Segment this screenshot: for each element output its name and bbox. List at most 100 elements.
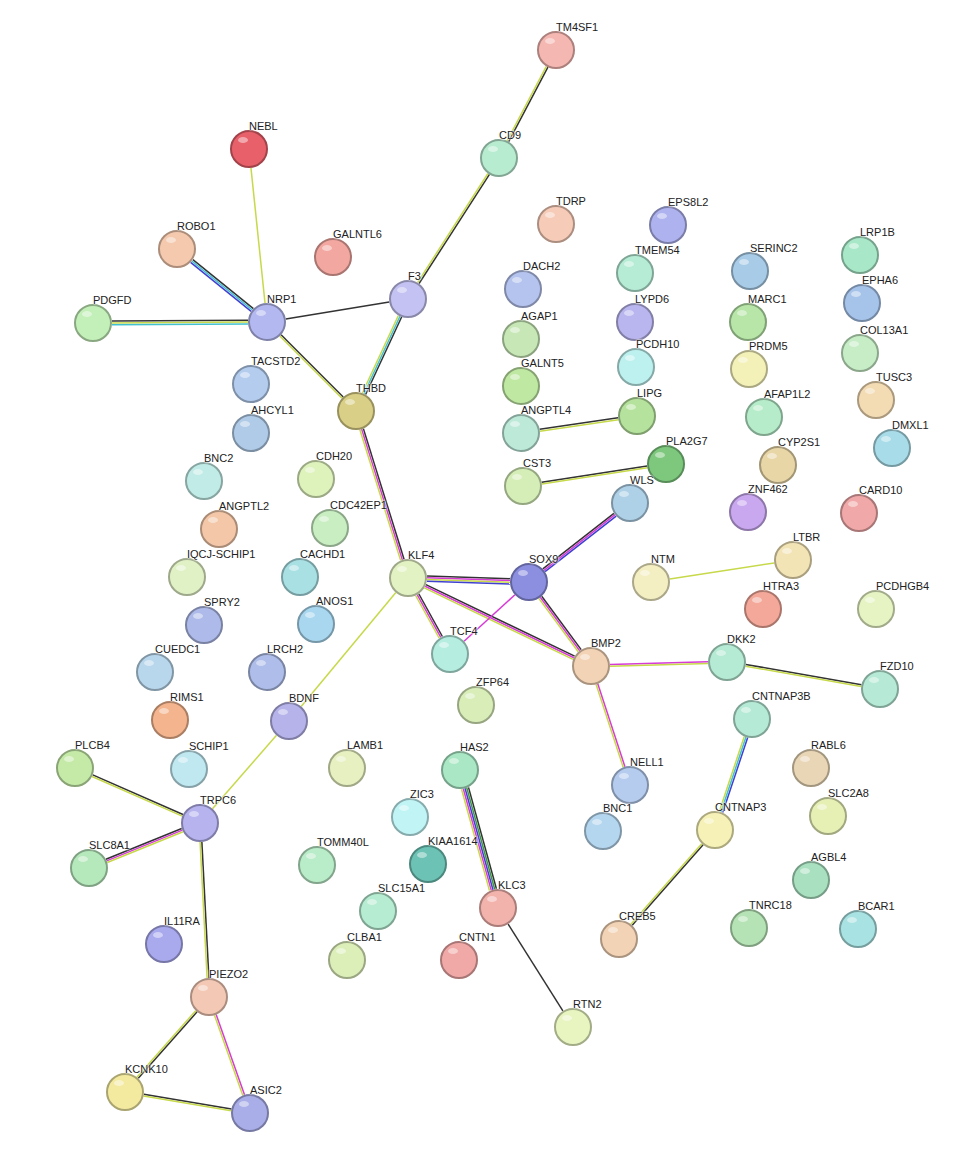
node-highlight [849,243,859,249]
node-highlight [847,917,857,923]
evidence-line [93,775,183,815]
evidence-line [193,260,253,309]
interaction-edge [746,664,862,686]
node-highlight [238,137,248,143]
node-label: BNC1 [603,802,632,815]
interaction-edge [596,684,625,767]
node-label: ZIC3 [410,788,434,801]
protein-node: CD9 [480,139,518,177]
evidence-line [610,663,708,666]
node-label: DKK2 [727,633,756,646]
node-label: GALNT5 [521,357,564,370]
protein-node: SPRY2 [185,606,223,644]
protein-node: TOMM40L [298,846,336,884]
node-label: SOX9 [529,553,558,566]
node-label: SCHIP1 [189,740,229,753]
interaction-edge [200,842,209,978]
evidence-line [540,418,618,429]
protein-node: CNTNAP3 [696,811,734,849]
node-highlight [626,404,636,410]
evidence-line [746,666,862,686]
node-label: F3 [408,270,421,283]
protein-node: KLC3 [479,889,517,927]
node-label: AHCYL1 [251,404,294,417]
evidence-line [214,1015,242,1095]
node-highlight [738,357,748,363]
node-highlight [608,927,618,933]
protein-node: THBD [337,392,375,430]
node-label: SPRY2 [204,596,240,609]
protein-node: CNTN1 [440,941,478,979]
node-label: PCDH10 [636,338,679,351]
node-label: PIEZO2 [209,968,248,981]
interaction-edge [427,576,510,584]
protein-node: TNRC18 [730,909,768,947]
node-label: LYPD6 [635,293,669,306]
node-label: CDC42EP1 [330,499,387,512]
node-label: CD9 [499,129,521,142]
node-highlight [193,613,203,619]
protein-node: SLC15A1 [359,892,397,930]
node-highlight [865,597,875,603]
node-label: CARD10 [859,484,902,497]
evidence-line [419,594,443,637]
evidence-line [746,664,862,684]
node-label: TACSTD2 [251,355,300,368]
node-highlight [592,819,602,825]
node-label: NELL1 [630,756,664,769]
node-highlight [619,491,629,497]
protein-node: TCF4 [431,635,469,673]
protein-node: HAS2 [441,751,479,789]
node-label: RTN2 [573,998,602,1011]
interaction-edge [144,1094,232,1110]
interaction-edge [670,563,774,579]
node-label: CST3 [523,457,551,470]
node-highlight [869,677,879,683]
node-highlight [580,654,590,660]
protein-node: FZD10 [861,670,899,708]
node-highlight [78,856,88,862]
interaction-edge [540,418,619,431]
protein-node: TM4SF1 [537,31,575,69]
node-highlight [512,474,522,480]
evidence-line [419,174,489,283]
node-highlight [240,372,250,378]
node-highlight [800,868,810,874]
node-label: RIMS1 [170,691,204,704]
interaction-edge [418,173,490,283]
interaction-edge [112,320,248,324]
protein-node: PLCB4 [56,749,94,787]
protein-node: TACSTD2 [232,365,270,403]
node-highlight [439,642,449,648]
protein-node: AGBL4 [792,861,830,899]
node-highlight [189,811,199,817]
evidence-line [427,581,510,584]
protein-node: SOX9 [510,563,548,601]
node-label: TOMM40L [317,836,369,849]
node-label: LTBR [793,531,820,544]
evidence-line [540,420,618,431]
node-highlight [336,756,346,762]
node-label: ASIC2 [250,1084,282,1097]
evidence-line [416,596,440,639]
node-highlight [114,1080,124,1086]
node-highlight [655,452,665,458]
interaction-edge [360,429,404,561]
node-highlight [487,896,497,902]
protein-node: BNC2 [185,462,223,500]
node-highlight [625,355,635,361]
node-highlight [800,756,810,762]
node-label: TNRC18 [749,899,792,912]
node-label: SERINC2 [750,242,798,255]
node-label: CYP2S1 [778,436,820,449]
node-highlight [153,932,163,938]
node-highlight [624,261,634,267]
evidence-line [540,597,579,650]
node-label: COL13A1 [860,324,908,337]
node-label: PLCB4 [75,739,110,752]
node-label: SLC15A1 [378,882,425,895]
node-label: DACH2 [523,260,560,273]
protein-node: PRDM5 [730,350,768,388]
protein-node: RABL6 [792,749,830,787]
evidence-line [417,595,441,638]
